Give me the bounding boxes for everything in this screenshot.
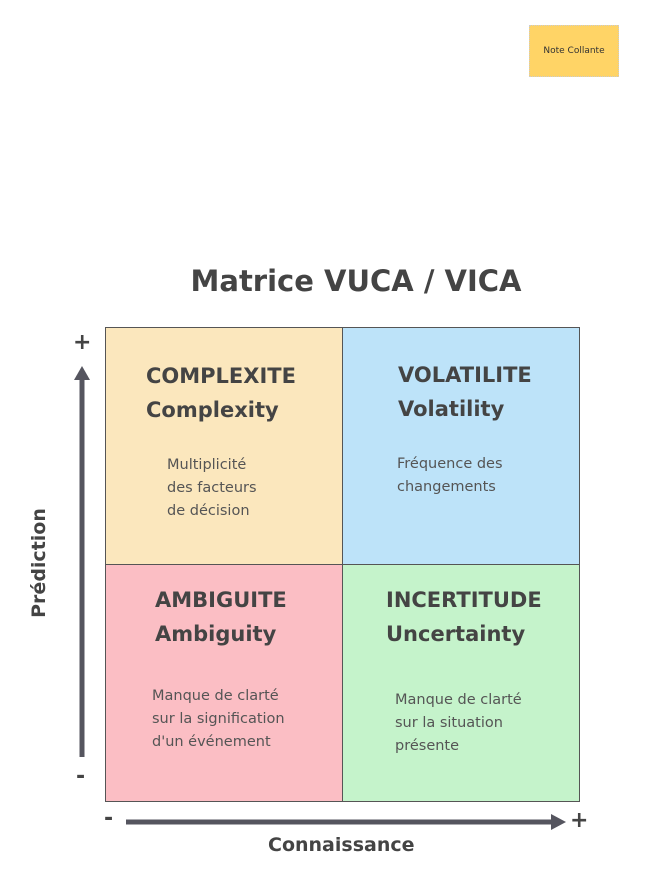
- quadrant-subtitle: Uncertainty: [386, 622, 526, 646]
- quadrant-desc: Fréquence des: [397, 456, 503, 472]
- x-axis-plus: +: [570, 808, 589, 833]
- quadrant-title: INCERTITUDE: [386, 588, 542, 612]
- quadrant-volatility: VOLATILITE Volatility Fréquence des change…: [342, 327, 580, 565]
- quadrant-subtitle: Volatility: [398, 397, 505, 421]
- quadrant-desc: Multiplicité: [167, 457, 247, 473]
- y-axis-plus: +: [73, 330, 92, 355]
- quadrant-desc: présente: [395, 738, 460, 754]
- quadrant-desc: d'un événement: [152, 734, 271, 750]
- y-axis-arrow: [74, 366, 90, 757]
- quadrant-title: VOLATILITE: [398, 363, 532, 387]
- x-axis-label: Connaissance: [268, 834, 415, 856]
- quadrant-desc: changements: [397, 479, 496, 495]
- quadrant-desc: sur la signification: [152, 711, 285, 727]
- quadrant-title: AMBIGUITE: [155, 588, 287, 612]
- sticky-note[interactable]: Note Collante: [529, 25, 619, 77]
- quadrant-subtitle: Complexity: [146, 398, 279, 422]
- x-axis-arrow: [126, 814, 566, 830]
- quadrant-desc: des facteurs: [167, 480, 257, 496]
- sticky-note-text: Note Collante: [543, 46, 605, 56]
- y-axis-minus: -: [76, 764, 86, 789]
- diagram-title: Matrice VUCA / VICA: [190, 264, 522, 298]
- quadrant-desc: Manque de clarté: [152, 688, 279, 704]
- y-axis-label: Prédiction: [27, 508, 50, 618]
- quadrant-desc: Manque de clarté: [395, 692, 522, 708]
- quadrant-subtitle: Ambiguity: [155, 622, 277, 646]
- quadrant-uncertainty: INCERTITUDE Uncertainty Manque de clarté s…: [342, 564, 580, 802]
- quadrant-ambiguity: AMBIGUITE Ambiguity Manque de clarté sur l…: [105, 564, 343, 802]
- quadrant-desc: sur la situation: [395, 715, 503, 731]
- quadrant-title: COMPLEXITE: [146, 364, 296, 388]
- x-axis-minus: -: [104, 806, 114, 831]
- quadrant-desc: de décision: [167, 503, 250, 519]
